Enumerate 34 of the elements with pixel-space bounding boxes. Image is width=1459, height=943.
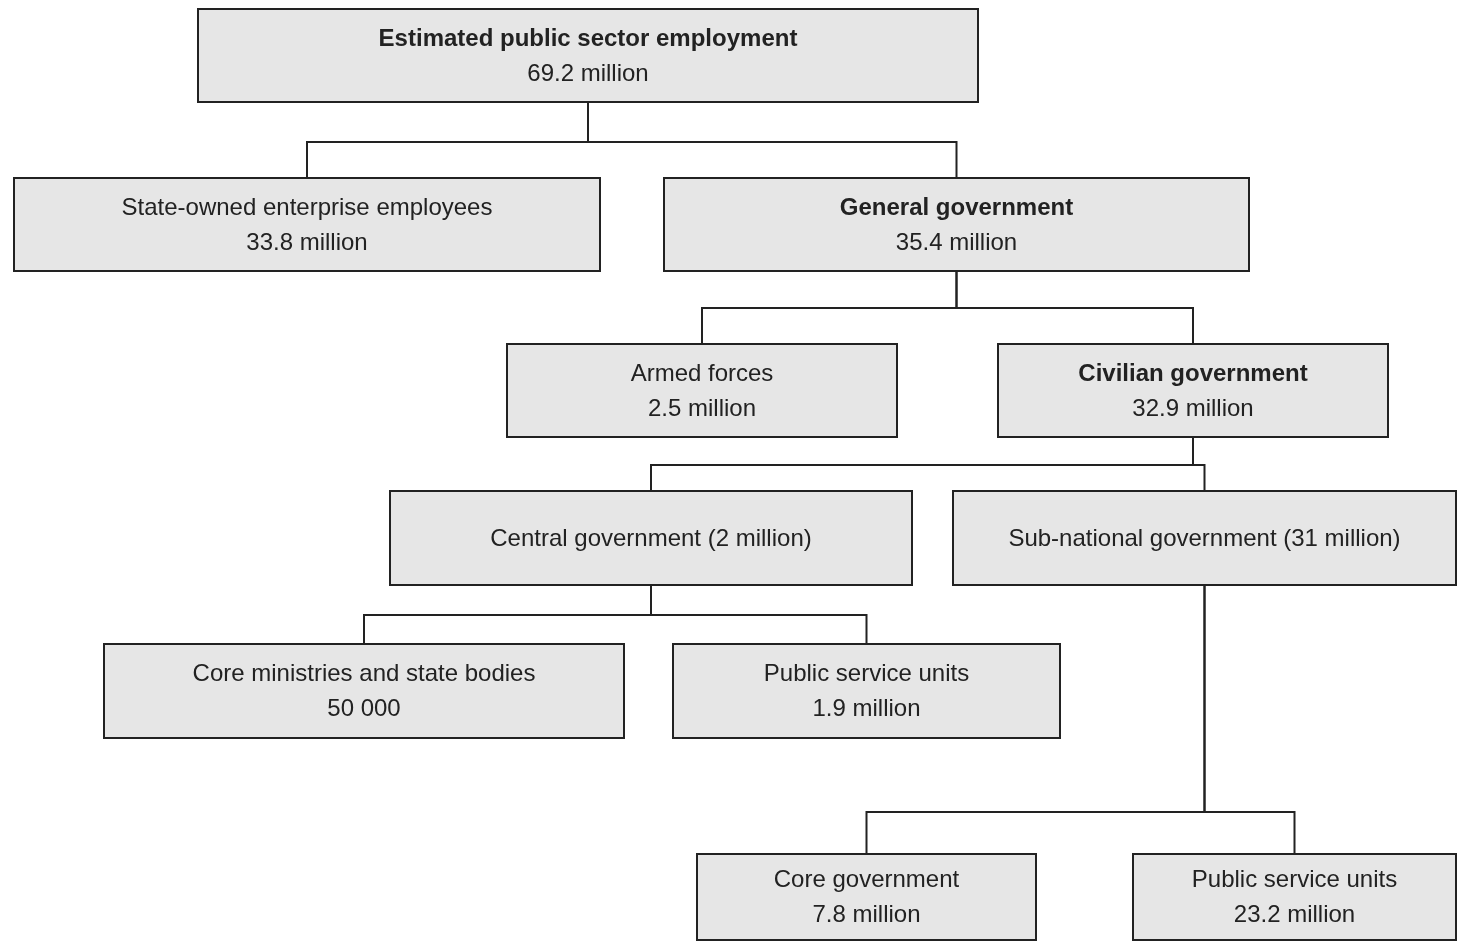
- org-box: [952, 490, 1457, 586]
- employment-figure: 33.8 million: [246, 226, 368, 257]
- unit-name: General government: [839, 191, 1074, 222]
- connector-line: [1192, 437, 1206, 491]
- org-box: [103, 643, 625, 739]
- org-box: [672, 643, 1061, 739]
- unit-name: Central government (2 million): [490, 522, 812, 553]
- connector-line: [1203, 585, 1296, 854]
- employment-figure: 1.9 million: [812, 693, 921, 723]
- connector-line: [955, 271, 1194, 344]
- employment-figure: 50 000: [327, 693, 401, 723]
- org-box: [663, 177, 1250, 272]
- unit-name: Public service units: [1191, 864, 1398, 895]
- employment-figure: 7.8 million: [812, 899, 921, 929]
- org-box: [13, 177, 601, 272]
- employment-figure: 35.4 million: [895, 226, 1018, 257]
- employment-figure: 69.2 million: [527, 57, 649, 88]
- unit-name: Core government: [773, 864, 960, 895]
- org-box: [197, 8, 979, 103]
- unit-name: Sub-national government (31 million): [1008, 522, 1401, 553]
- unit-name: State-owned enterprise employees: [121, 191, 493, 222]
- org-box: [696, 853, 1037, 941]
- employment-figure: 23.2 million: [1233, 899, 1356, 929]
- org-box: [997, 343, 1389, 438]
- unit-name: Estimated public sector employment: [378, 22, 798, 53]
- employment-figure: 32.9 million: [1132, 392, 1254, 423]
- unit-name: Civilian government: [1078, 357, 1308, 388]
- org-box: [389, 490, 913, 586]
- unit-name: Public service units: [763, 658, 970, 689]
- unit-name: Armed forces: [630, 357, 774, 388]
- employment-figure: 2.5 million: [647, 392, 756, 423]
- unit-name: Core ministries and state bodies: [192, 658, 536, 689]
- org-box: [506, 343, 898, 438]
- org-box: [1132, 853, 1457, 941]
